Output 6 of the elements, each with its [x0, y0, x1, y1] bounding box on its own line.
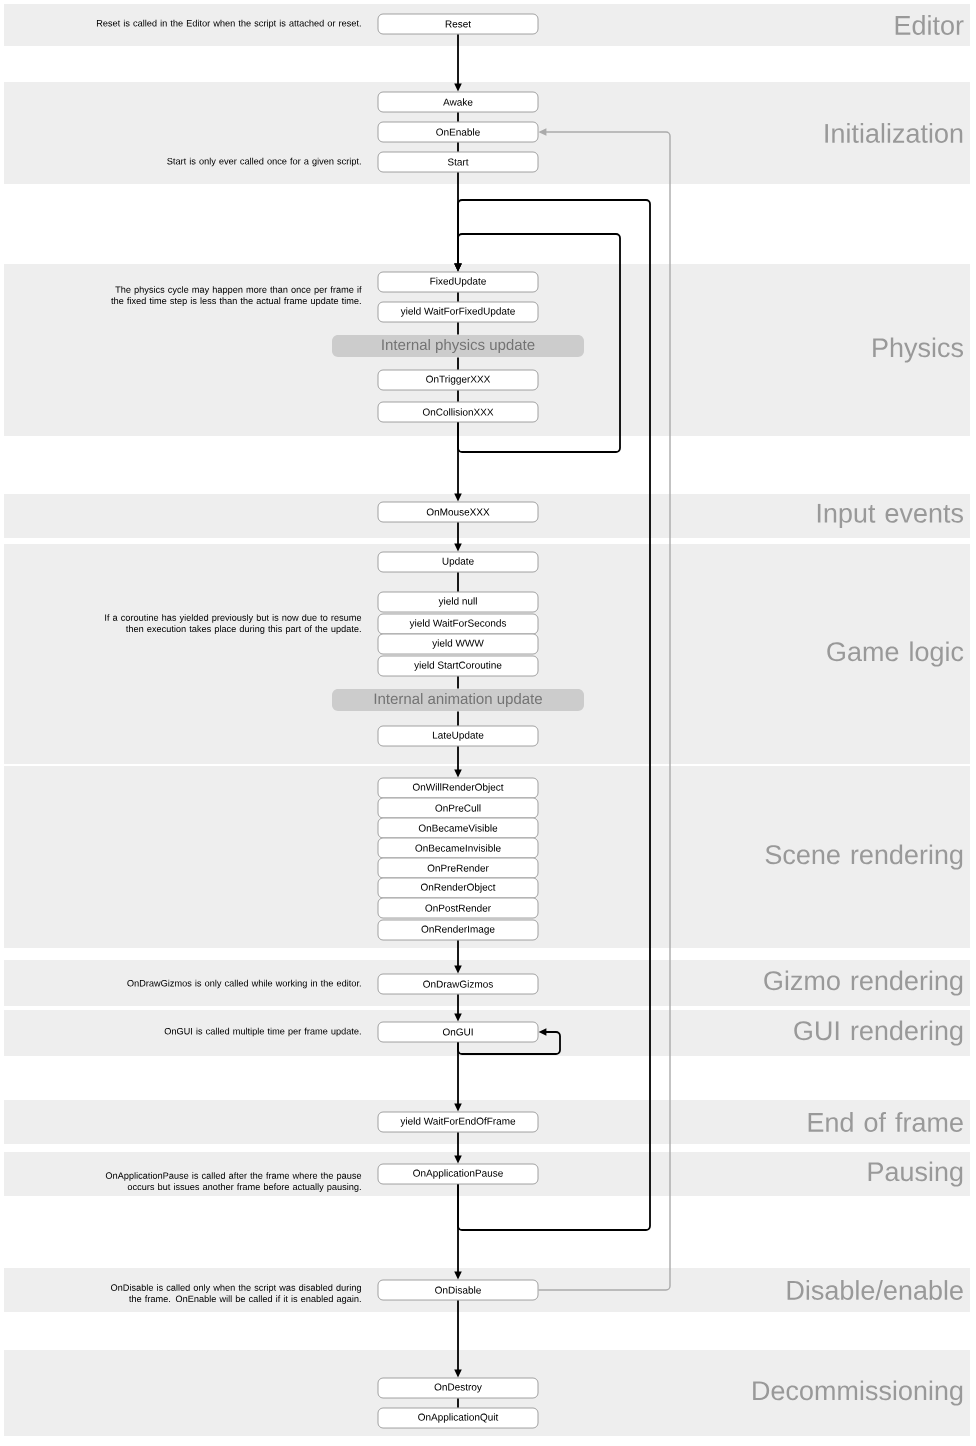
node-label: Game logic — [827, 641, 964, 667]
arrow — [537, 128, 671, 1291]
arrow — [454, 233, 621, 453]
arrow — [454, 199, 651, 1231]
node-label: Scene rendering — [765, 844, 963, 870]
arrow — [457, 1028, 561, 1055]
